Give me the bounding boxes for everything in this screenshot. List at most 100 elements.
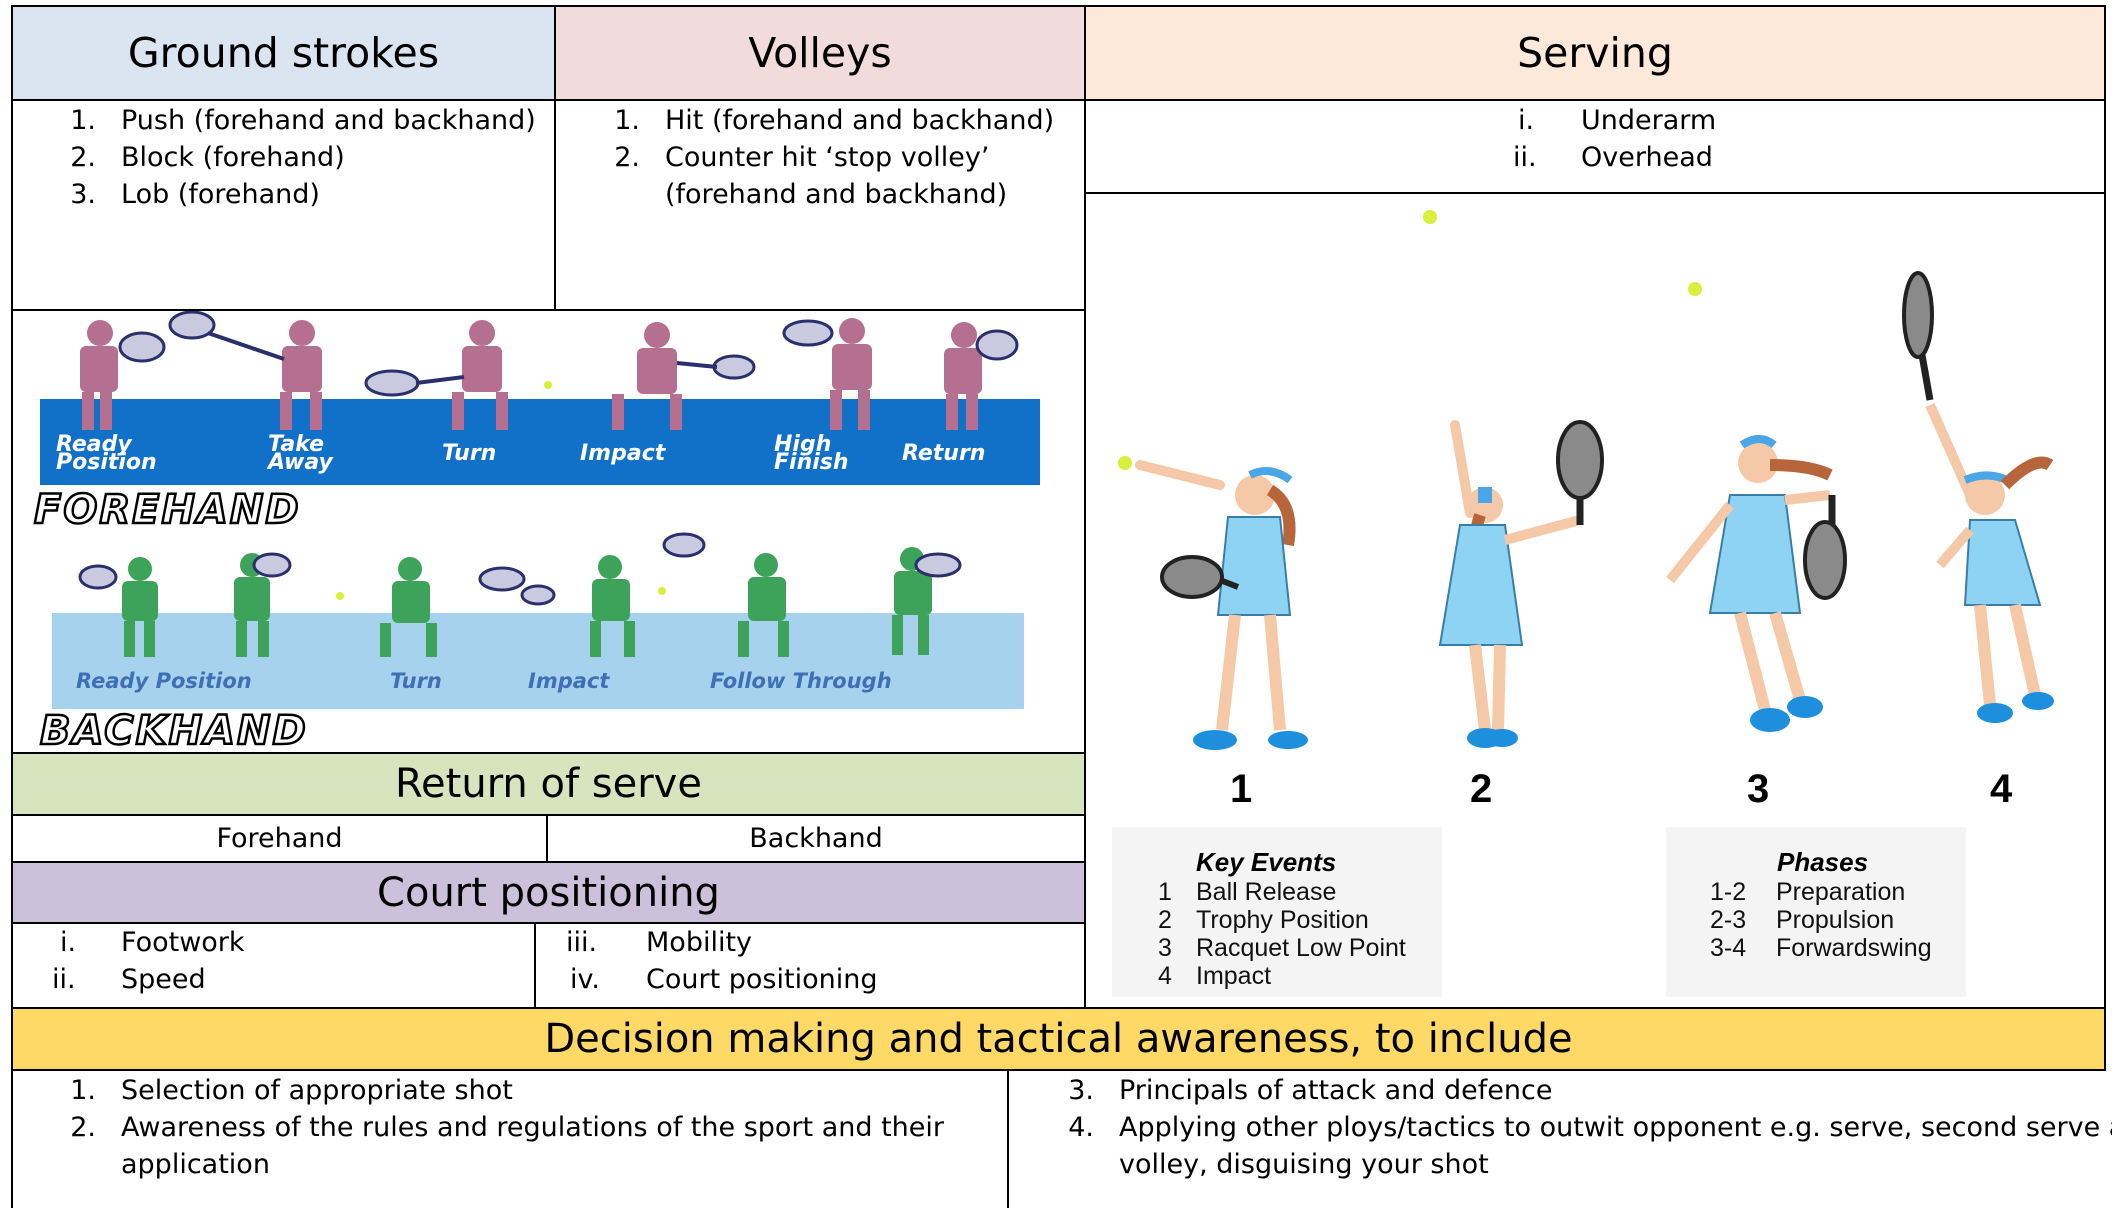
server-figure-2 bbox=[1438, 420, 1604, 748]
backhand-figure bbox=[78, 557, 158, 657]
list-item-number: iv. bbox=[570, 964, 600, 995]
key-event-label: Ball Release bbox=[1196, 878, 1336, 906]
list-item: Underarm bbox=[1581, 105, 1717, 136]
return-forehand-cell: Forehand bbox=[216, 823, 343, 854]
svg-text:Finish: Finish bbox=[774, 450, 849, 475]
forehand-word: FOREHAND bbox=[34, 487, 301, 533]
list-item-number: ii. bbox=[1513, 142, 1537, 173]
key-event-label: Impact bbox=[1196, 962, 1271, 990]
phase-label: Forwardswing bbox=[1776, 934, 1932, 962]
backhand-word: BACKHAND bbox=[40, 708, 308, 753]
svg-text:Follow Through: Follow Through bbox=[710, 669, 892, 693]
phase-range: 1-2 bbox=[1710, 878, 1746, 906]
forehand-figure bbox=[364, 320, 508, 430]
forehand-figure bbox=[612, 322, 756, 430]
forehand-step-label: Away bbox=[266, 450, 335, 475]
phase-range: 3-4 bbox=[1710, 934, 1746, 962]
forehand-step-label: High bbox=[774, 432, 831, 457]
svg-text:Ready: Ready bbox=[56, 432, 133, 457]
list-item-number: 1. bbox=[614, 105, 640, 136]
server-figure-3 bbox=[1666, 435, 1847, 732]
list-item: Mobility bbox=[646, 927, 753, 958]
forehand-step-label: Finish bbox=[774, 450, 849, 475]
return-of-serve-header-bg bbox=[12, 753, 1085, 815]
svg-text:Position: Position bbox=[56, 450, 157, 475]
svg-text:Ready Position: Ready Position bbox=[76, 669, 252, 693]
forehand-figure bbox=[944, 322, 1019, 430]
ground-strokes-title: Ground strokes bbox=[127, 29, 440, 77]
forehand-figure bbox=[80, 320, 166, 430]
phase-range: 2-3 bbox=[1710, 906, 1746, 934]
key-events-title: Key Events bbox=[1196, 847, 1336, 877]
list-item-continuation: application bbox=[121, 1149, 270, 1180]
serve-sequence-diagram: 1 2 3 4 Key Events 1 Ball Release 2 Trop… bbox=[1110, 195, 2080, 1003]
stage-number: 4 bbox=[1990, 767, 2013, 811]
list-item-number: iii. bbox=[566, 927, 598, 958]
backhand-figure bbox=[662, 532, 789, 657]
list-item-number: ii. bbox=[52, 964, 76, 995]
ground-strokes-header-bg bbox=[12, 6, 555, 100]
list-item: Hit (forehand and backhand) bbox=[665, 105, 1055, 136]
ball bbox=[1118, 456, 1132, 470]
key-event-number: 4 bbox=[1158, 962, 1172, 990]
list-item-number: i. bbox=[60, 927, 77, 958]
list-item-number: 1. bbox=[70, 1075, 96, 1106]
list-item: Court positioning bbox=[646, 964, 878, 995]
stage-number: 3 bbox=[1747, 767, 1769, 811]
list-item-continuation: volley, disguising your shot bbox=[1119, 1149, 1489, 1180]
list-item: Overhead bbox=[1581, 142, 1713, 173]
list-item-number: 1. bbox=[70, 105, 96, 136]
list-item: Awareness of the rules and regulations o… bbox=[121, 1112, 944, 1143]
list-item-number: 2. bbox=[70, 1112, 96, 1143]
forehand-band bbox=[40, 399, 1040, 485]
backhand-step-label: Turn bbox=[390, 669, 442, 693]
list-item: Push (forehand and backhand) bbox=[121, 105, 536, 136]
forehand-figure bbox=[168, 311, 322, 430]
backhand-figure bbox=[520, 555, 635, 657]
key-event-label: Trophy Position bbox=[1196, 906, 1369, 934]
court-positioning-header-bg bbox=[12, 862, 1085, 923]
svg-text:Impact: Impact bbox=[580, 441, 667, 466]
forehand-step-label: Take bbox=[268, 432, 324, 457]
stage-number: 1 bbox=[1230, 767, 1252, 811]
list-item-continuation: (forehand and backhand) bbox=[665, 179, 1008, 210]
stage-number: 2 bbox=[1470, 767, 1492, 811]
backhand-figures bbox=[78, 532, 962, 657]
phases-title: Phases bbox=[1777, 847, 1868, 877]
backhand-figure bbox=[892, 547, 962, 655]
court-positioning-title: Court positioning bbox=[377, 869, 720, 916]
ball bbox=[336, 592, 344, 600]
forehand-step-label: Impact bbox=[580, 441, 667, 466]
list-item-number: i. bbox=[1518, 105, 1535, 136]
list-item: Block (forehand) bbox=[121, 142, 345, 173]
list-item: Principals of attack and defence bbox=[1119, 1075, 1553, 1106]
volleys-header-bg bbox=[555, 6, 1085, 100]
forehand-step-label: Turn bbox=[442, 441, 496, 466]
forehand-figures bbox=[80, 311, 1019, 430]
forehand-step-label: Ready bbox=[56, 432, 133, 457]
key-events-list: 1 Ball Release 2 Trophy Position 3 Racqu… bbox=[1158, 878, 1406, 990]
ball bbox=[544, 381, 552, 389]
key-event-number: 2 bbox=[1158, 906, 1172, 934]
ball bbox=[658, 587, 666, 595]
key-events-panel bbox=[1112, 827, 1442, 997]
forehand-step-label: Return bbox=[902, 441, 985, 466]
key-event-label: Racquet Low Point bbox=[1196, 934, 1406, 962]
svg-text:Turn: Turn bbox=[390, 669, 442, 693]
backhand-figure bbox=[234, 552, 292, 657]
svg-text:Impact: Impact bbox=[528, 669, 610, 693]
list-item-number: 2. bbox=[70, 142, 96, 173]
stroke-illustration: Ready Position Take Away Turn Impact Hig… bbox=[33, 311, 1040, 753]
svg-text:High: High bbox=[774, 432, 831, 457]
key-event-number: 3 bbox=[1158, 934, 1172, 962]
list-item-number: 2. bbox=[614, 142, 640, 173]
svg-text:Turn: Turn bbox=[442, 441, 496, 466]
list-item-number: 4. bbox=[1068, 1112, 1094, 1143]
list-item: Speed bbox=[121, 964, 206, 995]
decision-header-bg bbox=[12, 1008, 2105, 1070]
serving-title: Serving bbox=[1517, 29, 1673, 77]
forehand-step-label: Position bbox=[56, 450, 157, 475]
serving-header-bg bbox=[1085, 6, 2105, 100]
volleys-title: Volleys bbox=[748, 29, 892, 77]
phase-label: Preparation bbox=[1776, 878, 1905, 906]
